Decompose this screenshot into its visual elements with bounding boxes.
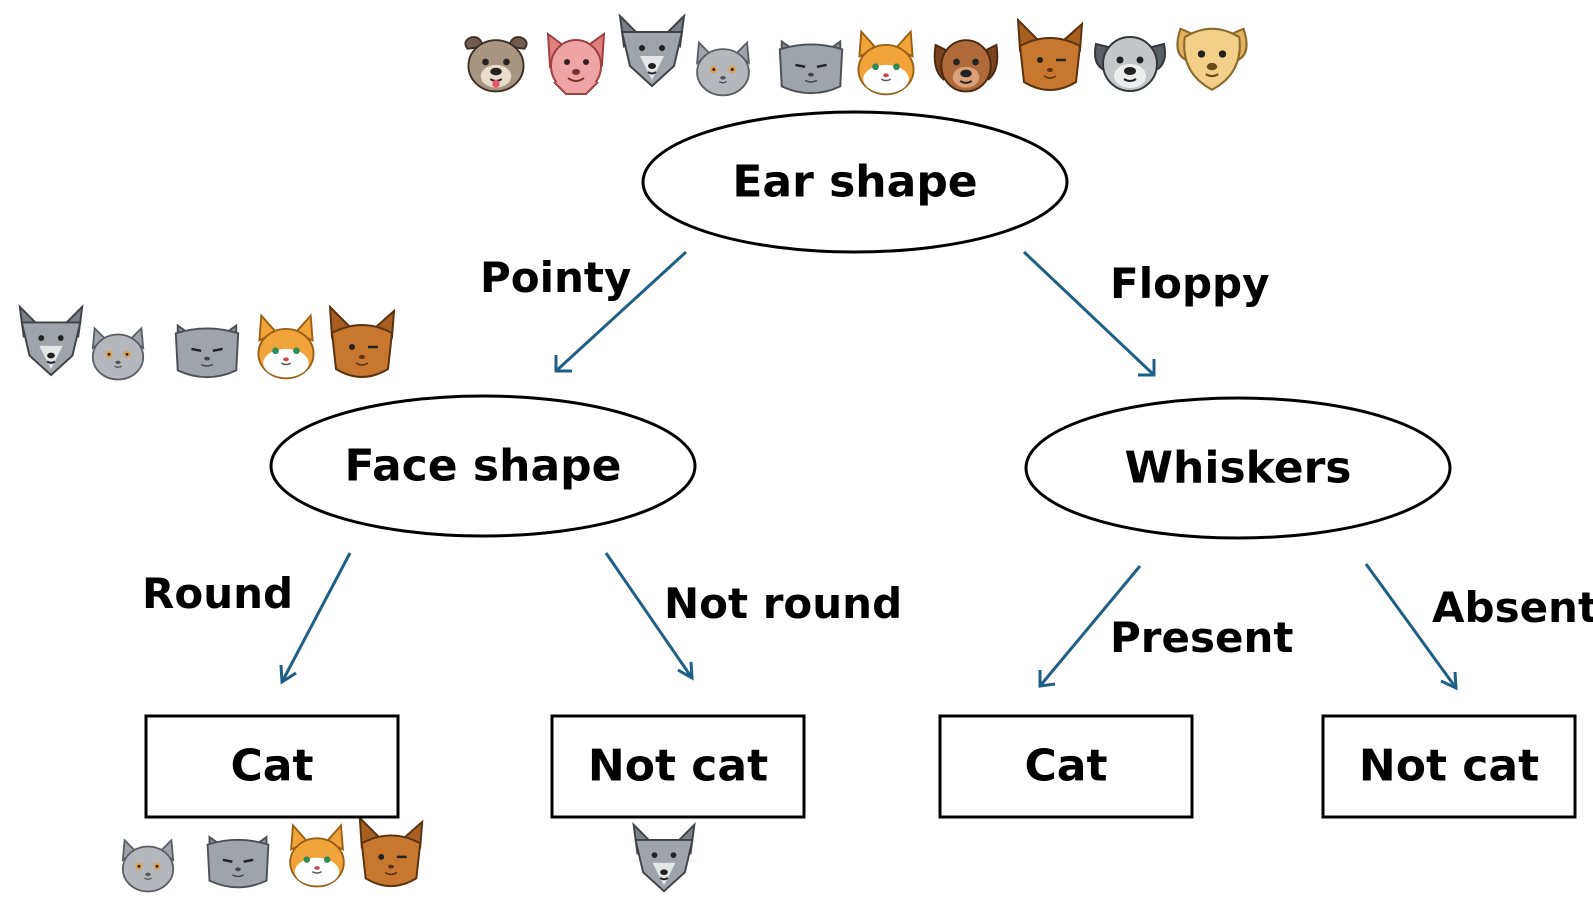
gray-squint-cat-icon [174,324,240,379]
node-whiskers: Whiskers [1024,396,1452,540]
gray-round-cat-icon [121,839,175,893]
silver-dog-icon [1094,36,1166,92]
brown-cat-icon [1016,18,1084,92]
gray-round-cat-icon [696,41,750,97]
root-node-label: Ear shape [732,157,977,208]
leaf-not-round-not-cat: Not cat [550,714,806,819]
whiskers-node-label: Whiskers [1125,443,1352,494]
leaf-label-absent: Not cat [1359,741,1539,792]
edge-label-pointy: Pointy [480,253,631,302]
edge-present [1038,565,1142,688]
orange-cat-icon [257,314,315,380]
edge-floppy [1022,250,1156,377]
not-cat-leaf-animal-group [632,823,696,893]
node-face-shape: Face shape [269,394,697,538]
face-node-label: Face shape [345,441,622,492]
leaf-label-round: Cat [230,741,313,792]
pointy-animal-group [18,305,396,381]
edge-label-floppy: Floppy [1110,259,1269,308]
brown-cat-icon [328,305,396,379]
brown-cat-icon [358,816,424,888]
gray-squint-cat-icon [778,40,844,95]
pink-dog-icon [547,33,605,95]
leaf-absent-not-cat: Not cat [1321,714,1577,819]
orange-cat-icon [857,30,915,96]
leaf-round-cat: Cat [144,714,400,819]
edge-label-not-round: Not round [664,579,902,628]
edge-not-round [604,552,694,681]
cat-leaf-animal-group [121,816,424,893]
pug-dog-icon [464,36,528,93]
root-animal-group [464,14,1248,97]
leaf-label-not-round: Not cat [588,741,768,792]
edge-round [279,552,352,685]
gray-wolf-cat-icon [618,14,686,88]
yellow-dog-icon [1176,27,1248,91]
brown-dog-icon [933,39,999,93]
edge-label-absent: Absent [1432,583,1593,632]
gray-round-cat-icon [91,327,145,381]
edge-absent [1364,563,1458,691]
orange-cat-icon [289,824,345,888]
root-node-ear-shape: Ear shape [641,110,1069,254]
gray-wolf-cat-icon [632,823,696,893]
leaf-present-cat: Cat [938,714,1194,819]
edge-label-round: Round [142,569,293,618]
edge-label-present: Present [1110,613,1293,662]
leaf-label-present: Cat [1024,741,1107,792]
edge-pointy [554,250,688,373]
gray-wolf-cat-icon [18,305,84,377]
gray-squint-cat-icon [206,835,270,889]
